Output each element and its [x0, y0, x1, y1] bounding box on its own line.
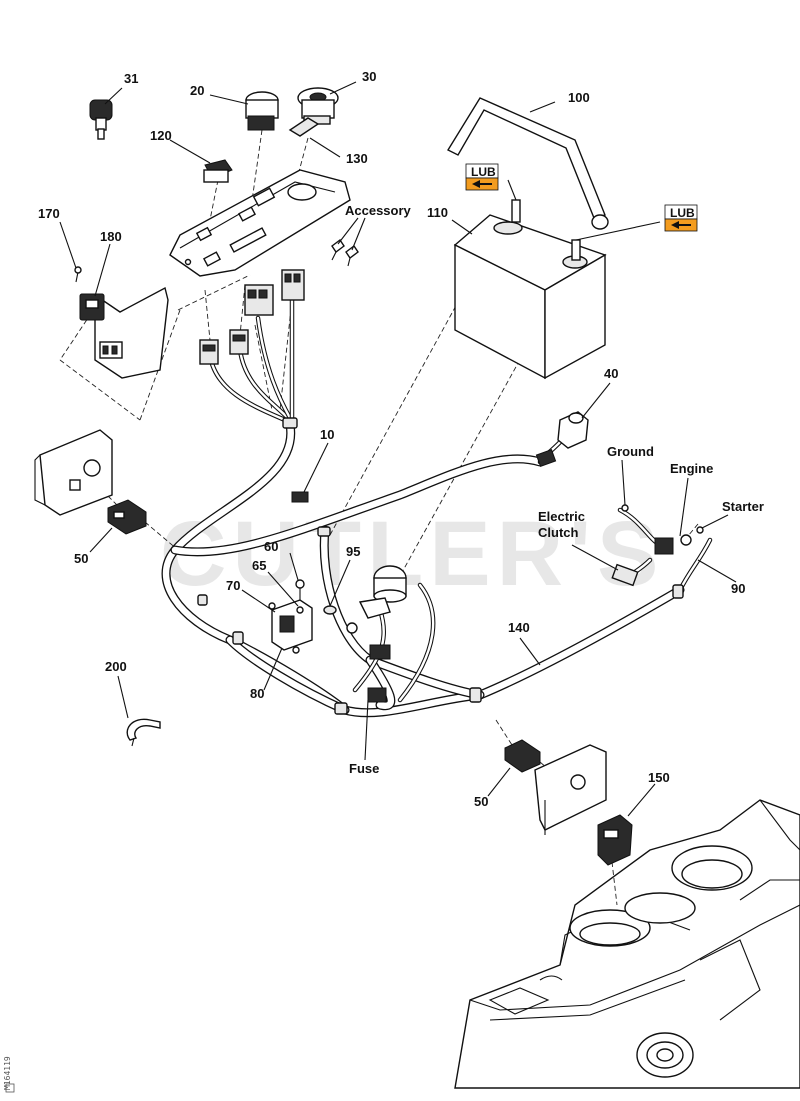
harness-clips — [197, 417, 684, 715]
callout-60: 60 — [264, 539, 278, 554]
callout-95: 95 — [346, 544, 360, 559]
callout-130: 130 — [346, 151, 368, 166]
corner-mark — [5, 1083, 15, 1093]
battery-hold-down-strap — [447, 97, 609, 230]
safety-switch-50-right-icon — [504, 739, 541, 773]
callout-10: 10 — [320, 427, 334, 442]
relay-80-icon — [268, 599, 313, 654]
callout-200: 200 — [105, 659, 127, 674]
seat-switch-150-icon — [597, 814, 633, 866]
callout-180: 180 — [100, 229, 122, 244]
lub-badge-right: LUB — [664, 204, 698, 232]
callout-40: 40 — [604, 366, 618, 381]
label-electric: Electric — [538, 509, 585, 524]
wiring-harness-140 — [161, 297, 713, 718]
leader-lines — [59, 81, 737, 817]
callout-110: 110 — [427, 205, 448, 220]
ignition-key-icon — [89, 99, 113, 140]
ignition-switch-icon — [297, 87, 339, 125]
callout-170: 170 — [38, 206, 60, 221]
screw-170-icon — [74, 266, 82, 283]
left-switch-bracket — [34, 429, 113, 516]
callout-30: 30 — [362, 69, 376, 84]
wire-clip-200-icon — [126, 718, 161, 747]
callout-120: 120 — [150, 128, 172, 143]
watermark-text: CUTLER'S — [160, 503, 664, 605]
console-body — [454, 799, 800, 1089]
switch-plate-icon — [288, 117, 320, 137]
battery-icon — [453, 179, 661, 380]
lub-right-label: LUB — [670, 206, 695, 220]
washer-65-icon — [296, 606, 304, 614]
label-clutch: Clutch — [538, 525, 579, 540]
label-accessory: Accessory — [345, 203, 412, 218]
indicator-lamp-icon — [203, 159, 233, 183]
callout-labels: 31 20 30 100 120 130 170 180 110 40 10 5… — [38, 69, 764, 809]
callout-80: 80 — [250, 686, 264, 701]
label-starter: Starter — [722, 499, 764, 514]
starter-solenoid-icon — [346, 565, 407, 703]
lub-badge-left: LUB — [465, 163, 499, 191]
pto-switch-icon — [245, 91, 279, 131]
label-engine: Engine — [670, 461, 713, 476]
engine-leads-icon — [611, 504, 704, 587]
bolt-60-icon — [295, 579, 305, 600]
right-switch-bracket — [534, 744, 607, 835]
panel-connectors — [199, 269, 305, 365]
safety-switch-50-left-icon — [107, 499, 147, 535]
callout-90: 90 — [731, 581, 745, 596]
label-ground: Ground — [607, 444, 654, 459]
accessory-terminals-icon — [331, 238, 359, 267]
dash-panel — [169, 169, 351, 277]
label-fuse: Fuse — [349, 761, 379, 776]
callout-100: 100 — [568, 90, 590, 105]
callout-65: 65 — [252, 558, 266, 573]
callout-50-left: 50 — [74, 551, 88, 566]
callout-140: 140 — [508, 620, 530, 635]
side-code: M164119 — [3, 1056, 12, 1090]
seat-switch-bracket — [79, 286, 169, 379]
callout-150: 150 — [648, 770, 670, 785]
connector-10-icon — [291, 491, 309, 503]
callout-20: 20 — [190, 83, 204, 98]
nut-95-icon — [323, 605, 337, 615]
callout-50-right: 50 — [474, 794, 488, 809]
callout-70: 70 — [226, 578, 240, 593]
connector-40-icon — [535, 411, 589, 468]
callout-31: 31 — [124, 71, 138, 86]
lub-left-label: LUB — [471, 165, 496, 179]
